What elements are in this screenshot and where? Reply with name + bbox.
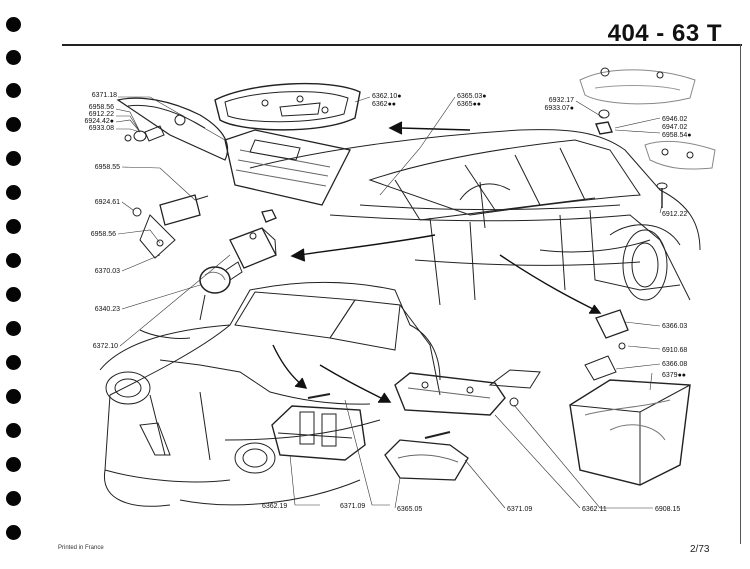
- leader-lines: [115, 96, 663, 509]
- binder-hole: [6, 525, 21, 540]
- part-label: 6372.10: [93, 343, 118, 350]
- part-label: 6924.42●: [84, 118, 114, 125]
- footer-printed: Printed in France: [58, 545, 104, 551]
- roof-clip: [644, 140, 716, 170]
- door-switch-assembly: [132, 194, 209, 259]
- part-label: 6933.07●: [544, 105, 574, 112]
- part-label: 6362.11: [582, 506, 607, 513]
- binder-holes: [0, 0, 40, 569]
- binder-hole: [6, 355, 21, 370]
- part-label: 6366.08: [662, 361, 687, 368]
- part-label: 6362●●: [372, 101, 396, 108]
- binder-hole: [6, 491, 21, 506]
- part-label: 6371.09: [340, 503, 365, 510]
- part-label: 6924.61: [95, 199, 120, 206]
- screw-and-washers: [124, 125, 165, 142]
- part-label: 6947.02: [662, 124, 687, 131]
- binder-hole: [6, 17, 21, 32]
- part-label: 6366.03: [662, 323, 687, 330]
- page-number: 2/73: [690, 544, 710, 555]
- screw: [656, 182, 668, 208]
- part-label: 6908.15: [655, 506, 680, 513]
- part-label: 6362.19: [262, 503, 287, 510]
- boot-lamp-housing: [394, 372, 506, 416]
- binder-hole: [6, 423, 21, 438]
- roof-bracket: [579, 67, 696, 105]
- part-label: 6958.54●: [662, 132, 692, 139]
- binder-hole: [6, 185, 21, 200]
- part-label: 6365●●: [457, 101, 481, 108]
- car-rear-body: [249, 129, 701, 306]
- small-nut: [595, 109, 613, 135]
- part-label: 6946.02: [662, 116, 687, 123]
- boot-light-switch: [584, 309, 629, 381]
- binder-hole: [6, 253, 21, 268]
- binder-hole: [6, 219, 21, 234]
- part-label: 6912.22: [662, 211, 687, 218]
- door-pillar-bracket: [116, 97, 229, 161]
- binder-hole: [6, 151, 21, 166]
- binder-hole: [6, 287, 21, 302]
- frame-top-rule: [62, 44, 742, 46]
- part-label: 6365.03●: [457, 93, 487, 100]
- binder-hole: [6, 389, 21, 404]
- dome-lamp-housing: [214, 82, 361, 131]
- binder-hole: [6, 321, 21, 336]
- car-front-body: [99, 281, 441, 507]
- binder-hole: [6, 50, 21, 65]
- part-label: 6933.08: [89, 125, 114, 132]
- storage-box: [569, 379, 691, 486]
- part-label: 6365.05: [397, 506, 422, 513]
- part-label: 6958.55: [95, 164, 120, 171]
- part-label: 6932.17: [549, 97, 574, 104]
- page-title: 404 - 63 T: [607, 20, 722, 47]
- boot-lamp-lens: [384, 431, 469, 481]
- part-label: 6912.22: [89, 111, 114, 118]
- frame-right-rule: [740, 44, 741, 544]
- part-label: 6340.23: [95, 306, 120, 313]
- map-light-housing: [271, 393, 366, 461]
- binder-hole: [6, 83, 21, 98]
- part-label: 6379●●: [662, 372, 686, 379]
- part-label: 6958.56: [89, 104, 114, 111]
- part-label: 6370.03: [95, 268, 120, 275]
- mounting-plate: [488, 369, 541, 407]
- part-label: 6371.18: [92, 92, 117, 99]
- part-label: 6910.68: [662, 347, 687, 354]
- binder-hole: [6, 457, 21, 472]
- part-label: 6371.09: [507, 506, 532, 513]
- assembly-arrows: [272, 121, 602, 403]
- binder-hole: [6, 117, 21, 132]
- lamp-socket: [229, 227, 277, 269]
- nut: [261, 209, 277, 223]
- bulb: [199, 261, 243, 294]
- part-label: 6958.56: [91, 231, 116, 238]
- dome-lamp-lens: [224, 129, 351, 206]
- part-label: 6362.10●: [372, 93, 402, 100]
